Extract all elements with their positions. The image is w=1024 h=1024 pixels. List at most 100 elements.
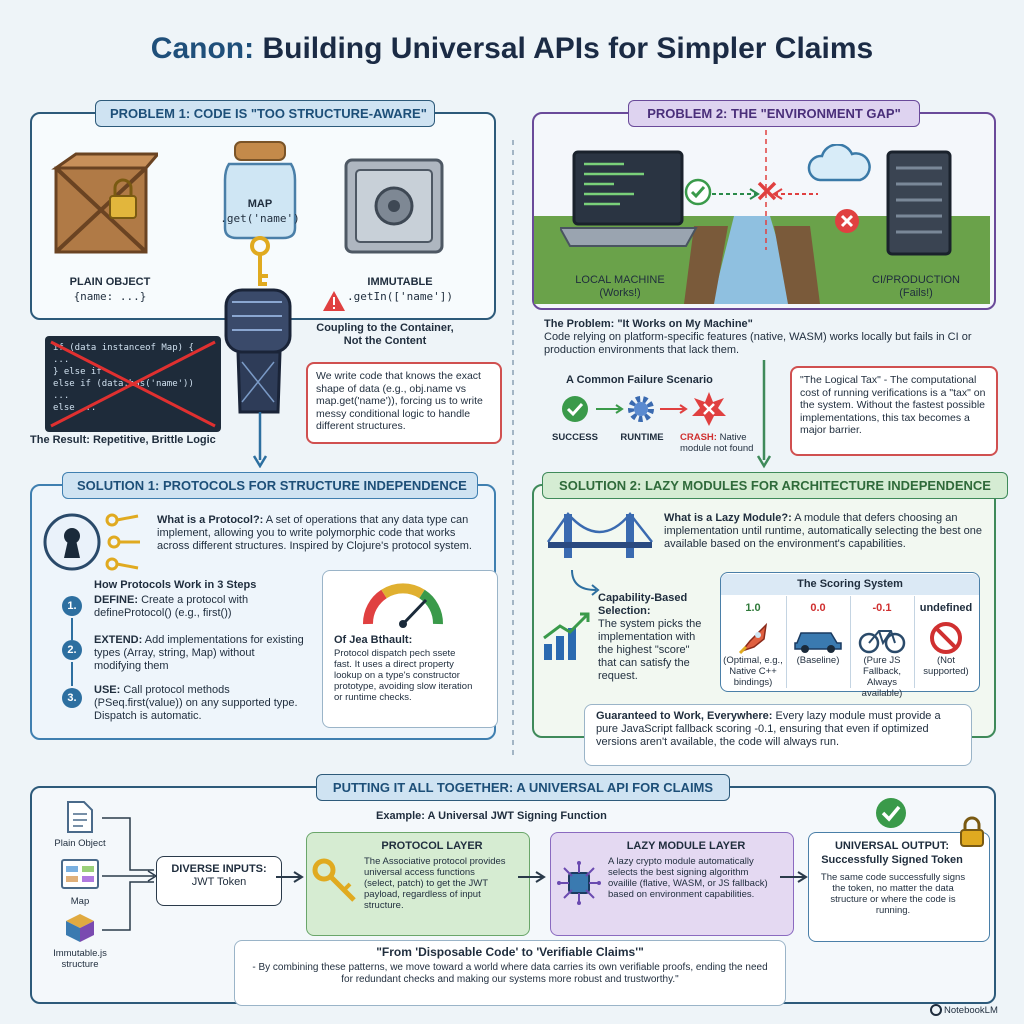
step-define: DEFINE: Create a protocol with definePro… [94, 594, 304, 620]
crate-icon [51, 152, 158, 254]
performance-text: Protocol dispatch pech ssete fast. It us… [334, 648, 473, 703]
lazy-definition: What is a Lazy Module?: A module that de… [664, 512, 984, 551]
solution1-banner: SOLUTION 1: PROTOCOLS FOR STRUCTURE INDE… [62, 472, 478, 499]
score-desc: (Not supported) [923, 655, 969, 677]
code-line: if (data instanceof Map) { [53, 343, 194, 353]
steps-title: How Protocols Work in 3 Steps [94, 579, 257, 591]
x-mark-icon [757, 181, 777, 201]
scoring-title: The Scoring System [721, 574, 979, 595]
server-icon [886, 150, 952, 256]
quote-card [234, 940, 786, 1006]
score-col-2: 0.0 (Baseline) [786, 596, 849, 688]
flow-arrow-icon [276, 871, 304, 883]
performance-card [322, 570, 498, 728]
rocket-icon [738, 622, 768, 655]
ci-production-label: CI/PRODUCTION (Fails!) [856, 274, 976, 300]
diverse-title: DIVERSE INPUTS: [171, 863, 267, 875]
capability-selection: Capability-Based Selection: The system p… [598, 592, 708, 683]
key-icon [250, 236, 270, 286]
gear-icon [628, 396, 654, 422]
score-value: 0.0 [810, 602, 826, 614]
fist-icon [224, 288, 292, 414]
code-line: ... [53, 391, 70, 401]
jar-icon [223, 141, 297, 240]
immutable-label: IMMUTABLE [367, 276, 433, 288]
example-title: Example: A Universal JWT Signing Functio… [376, 810, 607, 822]
step-label: USE: [94, 684, 121, 696]
keyhole-icon [43, 513, 140, 571]
score-value: 1.0 [745, 602, 761, 614]
performance-title: Of Jea Bthault: [334, 634, 413, 646]
map-jar-code: .get('name') [220, 212, 300, 225]
lazy-what-text: A module that defers choosing an impleme… [664, 512, 982, 550]
lock-icon [960, 816, 984, 847]
cube-icon [66, 914, 94, 942]
flow-arrow-icon [780, 871, 808, 883]
success-icon [562, 396, 588, 422]
step-text: Call protocol methods (PSeq.first(value)… [94, 684, 298, 722]
capability-text: The system picks the implementation with… [598, 618, 702, 682]
cloud-icon [807, 144, 871, 182]
score-col-3: -0.1 (Pure JS Fallback, Always available… [850, 596, 913, 699]
local-status: (Works!) [599, 287, 641, 299]
plain-object-label: PLAIN OBJECT [69, 276, 151, 288]
ci-label: CI/PRODUCTION [872, 274, 960, 286]
ci-status: (Fails!) [899, 287, 933, 299]
lazy-layer-title: LAZY MODULE LAYER [626, 840, 746, 852]
bicycle-icon [858, 630, 906, 654]
coupling-text: Coupling to the Container, Not the Conte… [316, 322, 454, 347]
lazy-what-title: What is a Lazy Module?: [664, 512, 792, 524]
step-number: 2. [62, 640, 82, 660]
page-title: Canon: Building Universal APIs for Simpl… [0, 32, 1024, 66]
title-accent: Canon: [150, 32, 255, 65]
step-extend: EXTEND: Add implementations for existing… [94, 634, 304, 673]
runtime-label: RUNTIME [620, 432, 664, 443]
warning-icon [323, 291, 345, 311]
solution2-banner: SOLUTION 2: LAZY MODULES FOR ARCHITECTUR… [542, 472, 1008, 499]
step-connector [71, 618, 73, 686]
protocol-what-title: What is a Protocol?: [157, 514, 264, 526]
flow-arrows-icon [596, 404, 688, 414]
diverse-sub: JWT Token [191, 876, 247, 888]
laptop-icon [560, 150, 698, 247]
step-label: EXTEND: [94, 634, 143, 646]
universal-output-card [808, 832, 990, 942]
problem1-banner: PROBLEM 1: CODE IS "TOO STRUCTURE-AWARE" [95, 100, 435, 127]
code-line: ... [53, 355, 70, 365]
guarantee-text: Guaranteed to Work, Everywhere: Every la… [596, 710, 948, 749]
fail-icon [835, 209, 859, 233]
problem1-callout: We write code that knows the exact shape… [306, 362, 502, 444]
local-label: LOCAL MACHINE [575, 274, 665, 286]
score-desc: (Baseline) [796, 655, 840, 666]
success-label: SUCCESS [552, 432, 598, 443]
problem2-title: The Problem: "It Works on My Machine" [544, 318, 753, 330]
score-col-4: undefined (Not supported) [914, 596, 977, 688]
notebooklm-logo-icon [930, 1004, 942, 1016]
input-immutable: Immutable.js structure [53, 948, 107, 970]
plain-object-code: {name: ...} [73, 290, 147, 303]
cross-out-icon [50, 340, 216, 428]
output-sub: Successfully Signed Token [821, 854, 963, 866]
success-check-icon [876, 798, 906, 828]
diverse-inputs-card: DIVERSE INPUTS: JWT Token [156, 856, 282, 906]
lazy-layer-text: A lazy crypto module automatically selec… [608, 856, 768, 900]
step-text: Create a protocol with defineProtocol() … [94, 594, 249, 619]
guarantee-title: Guaranteed to Work, Everywhere: [596, 710, 773, 722]
score-desc: (Pure JS Fallback, Always available) [861, 655, 903, 699]
protocol-definition: What is a Protocol?: A set of operations… [157, 514, 482, 553]
bridge-icon [546, 511, 653, 558]
down-arrow-icon [252, 412, 268, 468]
immutable-code: .getIn(['name']) [347, 290, 453, 303]
problem2-text: Code relying on platform-specific featur… [544, 331, 972, 356]
input-plain-object: Plain Object [54, 838, 106, 849]
quote-text: - By combining these patterns, we move t… [252, 962, 768, 985]
score-desc: (Optimal, e.g., Native C++ bindings) [723, 655, 783, 688]
input-connector [102, 817, 158, 931]
document-icon [67, 801, 93, 833]
protocol-layer-title: PROTOCOL LAYER [381, 840, 483, 852]
step-use: USE: Call protocol methods (PSeq.first(v… [94, 684, 304, 723]
guarantee-body: Every lazy module must provide a pure Ja… [596, 710, 941, 748]
local-machine-label: LOCAL MACHINE (Works!) [560, 274, 680, 300]
safe-icon [344, 158, 444, 254]
step-label: DEFINE: [94, 594, 138, 606]
